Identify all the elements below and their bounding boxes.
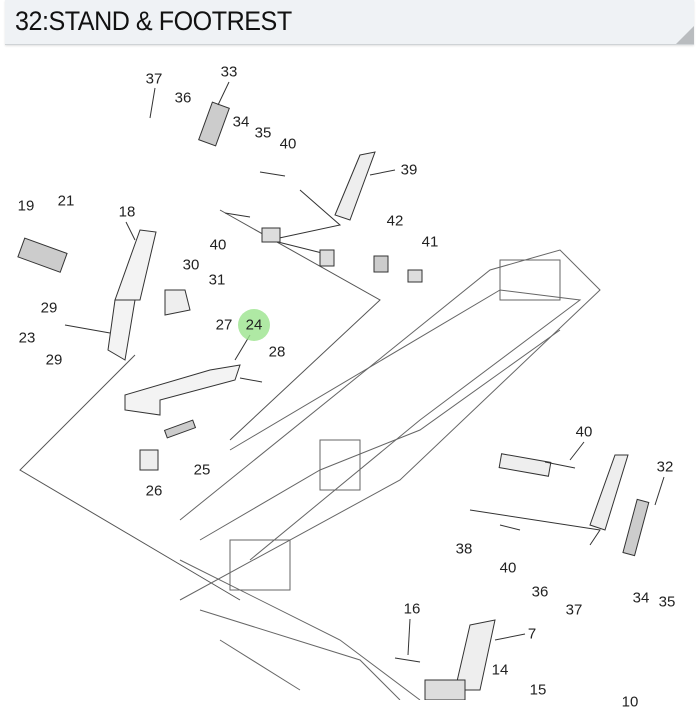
part-label-36[interactable]: 36 — [174, 89, 192, 107]
part-label-16[interactable]: 16 — [403, 600, 421, 618]
part-label-39[interactable]: 39 — [400, 161, 418, 179]
part-label-34[interactable]: 34 — [632, 589, 650, 607]
part-label-15[interactable]: 15 — [529, 681, 547, 699]
part-label-38[interactable]: 38 — [455, 540, 473, 558]
part-label-18[interactable]: 18 — [118, 203, 136, 221]
part-label-27[interactable]: 27 — [215, 316, 233, 334]
part-label-33[interactable]: 33 — [220, 63, 238, 81]
part-label-19[interactable]: 19 — [17, 197, 35, 215]
section-title: 32:STAND & FOOTREST — [15, 6, 292, 36]
part-label-32[interactable]: 32 — [656, 458, 674, 476]
part-label-34[interactable]: 34 — [232, 113, 250, 131]
part-label-37[interactable]: 37 — [565, 601, 583, 619]
part-label-35[interactable]: 35 — [254, 124, 272, 142]
part-label-24[interactable]: 24 — [245, 316, 263, 334]
part-label-25[interactable]: 25 — [193, 461, 211, 479]
section-header: 32:STAND & FOOTREST — [5, 0, 694, 45]
part-label-29[interactable]: 29 — [40, 299, 58, 317]
part-label-40[interactable]: 40 — [575, 423, 593, 441]
part-label-40[interactable]: 40 — [209, 236, 227, 254]
part-label-7[interactable]: 7 — [527, 625, 537, 643]
expand-corner-icon[interactable] — [676, 26, 694, 44]
part-label-10[interactable]: 10 — [621, 693, 639, 711]
part-label-42[interactable]: 42 — [386, 212, 404, 230]
part-label-37[interactable]: 37 — [145, 70, 163, 88]
part-label-40[interactable]: 40 — [279, 135, 297, 153]
part-label-30[interactable]: 30 — [182, 256, 200, 274]
part-label-35[interactable]: 35 — [658, 593, 676, 611]
part-label-41[interactable]: 41 — [421, 233, 439, 251]
part-label-21[interactable]: 21 — [57, 192, 75, 210]
part-label-40[interactable]: 40 — [499, 559, 517, 577]
part-label-36[interactable]: 36 — [531, 583, 549, 601]
part-label-26[interactable]: 26 — [145, 482, 163, 500]
part-label-14[interactable]: 14 — [491, 661, 509, 679]
part-label-29[interactable]: 29 — [45, 351, 63, 369]
part-label-28[interactable]: 28 — [268, 343, 286, 361]
part-label-31[interactable]: 31 — [208, 271, 226, 289]
highlight-marker — [238, 309, 270, 341]
part-label-23[interactable]: 23 — [18, 329, 36, 347]
